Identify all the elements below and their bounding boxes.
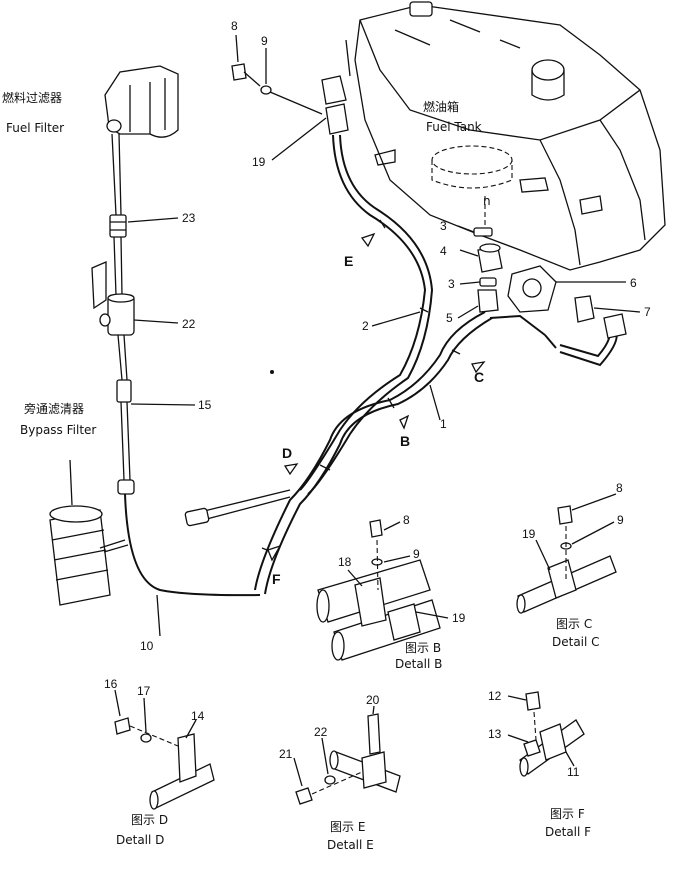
detail-e-drawing [293, 705, 401, 805]
view-letter-d: D [282, 445, 292, 461]
part-number: 18 [338, 555, 352, 569]
part-number: 8 [403, 513, 410, 527]
left-hose-assembly [91, 133, 261, 597]
tank-fittings [473, 227, 627, 339]
part-number: 8 [616, 481, 623, 495]
part-number: 9 [413, 547, 420, 561]
detail-f-drawing [507, 691, 585, 777]
fuel-tank-en-label: Fuel Tank [426, 120, 482, 134]
bypass-filter-cn-label: 旁通滤清器 [24, 401, 84, 416]
top-clamp [231, 39, 351, 135]
fuel-filter-en-label: Fuel Filter [6, 121, 64, 135]
detail-f-en-label: Detall F [545, 825, 591, 839]
part-number: 10 [140, 639, 154, 653]
detail-b-drawing [316, 519, 449, 661]
part-number: 19 [452, 611, 466, 625]
detail-d-drawing [114, 689, 215, 810]
detail-b-en-label: Detall B [395, 657, 442, 671]
tank-mark-letter: n [483, 194, 491, 208]
leader-lines [127, 34, 641, 637]
part-number: 20 [366, 693, 380, 707]
part-number: 5 [446, 311, 453, 325]
part-number: 17 [137, 684, 151, 698]
part-number: 7 [644, 305, 651, 319]
part-number: 23 [182, 211, 196, 225]
part-number: 3 [448, 277, 455, 291]
detail-b-cn-label: 图示 B [405, 641, 441, 655]
view-arrows [267, 232, 486, 562]
part-number: 9 [617, 513, 624, 527]
fuel-tank-cn-label: 燃油箱 [423, 99, 459, 114]
part-number: 8 [231, 19, 238, 33]
part-number: 15 [198, 398, 212, 412]
view-letter-b: B [400, 433, 410, 449]
detail-d-cn-label: 图示 D [131, 813, 168, 827]
detail-f-cn-label: 图示 F [550, 807, 585, 821]
part-number: 13 [488, 727, 502, 741]
part-number: 1 [440, 417, 447, 431]
view-letter-e: E [344, 253, 353, 269]
bypass-filter [49, 459, 129, 606]
view-letter-c: C [474, 369, 484, 385]
part-number: 9 [261, 34, 268, 48]
fuel-filter-cn-label: 燃料过滤器 [2, 90, 62, 105]
fuel-tank [354, 1, 666, 271]
dot-mark [270, 370, 274, 374]
part-number: 4 [440, 244, 447, 258]
part-number: 19 [252, 155, 266, 169]
detail-e-en-label: Detall E [327, 838, 374, 852]
part-number: 2 [362, 319, 369, 333]
part-number: 22 [182, 317, 196, 331]
part-number: 11 [567, 765, 580, 779]
part-number: 19 [522, 527, 536, 541]
fuel-filter [104, 65, 179, 138]
part-number: 3 [440, 219, 447, 233]
detail-c-drawing [516, 493, 617, 614]
part-number: 12 [488, 689, 502, 703]
detail-e-cn-label: 图示 E [330, 820, 365, 834]
detail-d-en-label: Detall D [116, 833, 164, 847]
part-number: 22 [314, 725, 328, 739]
detail-c-en-label: Detail C [552, 635, 600, 649]
view-letter-f: F [272, 571, 281, 587]
part-number: 14 [191, 709, 205, 723]
part-number: 16 [104, 677, 118, 691]
detail-c-cn-label: 图示 C [556, 617, 592, 631]
part-number: 6 [630, 276, 637, 290]
bypass-filter-en-label: Bypass Filter [20, 423, 96, 437]
part-number: 21 [279, 747, 293, 761]
